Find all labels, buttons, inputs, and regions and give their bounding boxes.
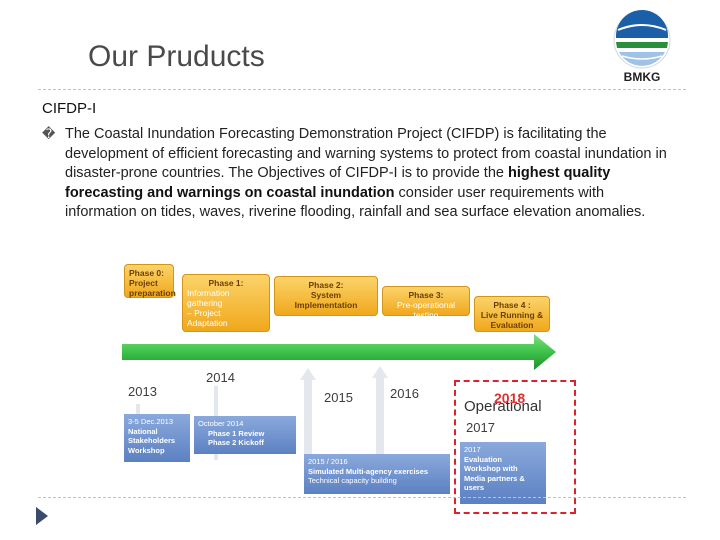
event-line: Media partners &: [464, 473, 525, 483]
year-label-2015: 2015: [324, 390, 353, 405]
phase-4-box: Phase 4 : Live Running & Evaluation: [474, 296, 550, 332]
description-paragraph: The Coastal Inundation Forecasting Demon…: [65, 125, 675, 223]
para-text-end: consider user requirements with informat…: [65, 184, 646, 221]
phase-title: Phase 1:: [208, 278, 244, 288]
event-date: 2015 / 2016: [308, 457, 348, 466]
phase-title: Phase 3:: [408, 290, 444, 300]
para-text-start: The Coastal Inundation Forecasting Demon…: [65, 126, 667, 181]
bullet-icon: �: [42, 126, 56, 141]
year-label-2016: 2016: [390, 386, 419, 401]
phase-title: Phase 4 :: [493, 300, 531, 310]
event-line: National: [128, 426, 158, 436]
year-label-2017: 2017: [466, 420, 495, 435]
event-date: 3-5 Dec.2013: [128, 417, 174, 426]
header-divider: [38, 89, 686, 90]
operational-highlight-frame: 2018 Operational: [454, 380, 576, 514]
para-text-bold: highest quality forecasting and warnings…: [65, 165, 611, 201]
timeline-diagram: Phase 0: Project preparation Phase 1: In…: [120, 258, 580, 518]
section-subtitle: CIFDP-I: [42, 100, 97, 117]
phase-line: Project: [129, 278, 158, 288]
phase-1-box: Phase 1: Information gathering – Project…: [182, 274, 270, 332]
phase-2-box: Phase 2: System Implementation: [274, 276, 378, 316]
event-line: Evaluation: [464, 454, 502, 464]
phase-line: – Project: [187, 308, 221, 318]
logo-text: BMKG: [623, 70, 661, 84]
phase-line: Evaluation: [490, 320, 534, 330]
event-box-2017: 2017 Evaluation Workshop with Media part…: [460, 442, 546, 504]
event-line: Workshop with: [464, 464, 518, 473]
event-line: Workshop: [128, 445, 165, 455]
next-slide-arrow-icon[interactable]: [36, 507, 48, 525]
phase-line: Adaptation: [187, 318, 228, 328]
phase-line: Information: [187, 288, 230, 298]
event-date: 2017: [464, 445, 481, 454]
year-label-2013: 2013: [128, 384, 157, 399]
timeline-arrow: [122, 334, 556, 370]
bmkg-logo: [613, 10, 671, 69]
year-label-2018: 2018: [494, 390, 526, 406]
phase-line: Implementation: [294, 300, 358, 310]
event-box-2014: October 2014 Phase 1 Review Phase 2 Kick…: [194, 416, 296, 454]
event-date: October 2014: [198, 419, 244, 428]
year-label-2014: 2014: [206, 370, 235, 385]
phase-0-box: Phase 0: Project preparation: [124, 264, 176, 298]
event-line: Phase 2 Kickoff: [208, 438, 264, 447]
page-title: Our Pruducts: [88, 40, 265, 73]
phase-title: Phase 2:: [308, 280, 344, 290]
event-line: Technical capacity building: [308, 476, 397, 485]
phase-line: Live Running &: [480, 310, 544, 320]
phase-title: Phase 0:: [129, 268, 164, 278]
event-line: Phase 1 Review: [208, 428, 265, 438]
operational-label: Operational: [464, 398, 542, 415]
event-line: Stakeholders: [128, 436, 176, 445]
footer-divider: [38, 497, 686, 498]
phase-line: gathering: [187, 298, 223, 308]
phase-3-box: Phase 3: Pre-operational testing: [382, 286, 470, 320]
event-box-2015-2016: 2015 / 2016 Simulated Multi-agency exerc…: [304, 454, 450, 494]
phase-line: System: [310, 290, 342, 300]
event-line: users: [464, 483, 485, 492]
phase-line: Pre-operational testing: [396, 300, 456, 320]
phase-line: preparation: [129, 288, 176, 298]
event-box-2013: 3-5 Dec.2013 National Stakeholders Works…: [124, 414, 190, 462]
event-line: Simulated Multi-agency exercises: [308, 466, 429, 476]
